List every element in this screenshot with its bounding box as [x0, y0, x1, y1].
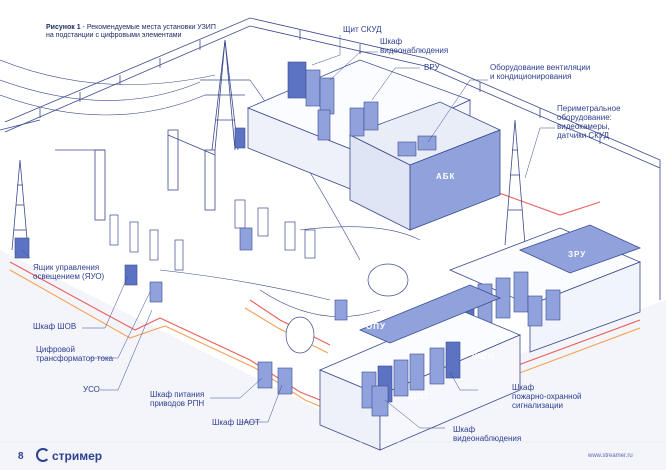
- figure-caption-subtitle: на подстанции с цифровыми элементами: [46, 32, 182, 39]
- label-perimeter: Периметральное оборудование: видеокамеры…: [557, 104, 621, 140]
- label-uso: УСО: [83, 385, 100, 394]
- label-vru: ВРУ: [424, 63, 440, 72]
- perimeter-fence: [4, 17, 661, 300]
- portal-frames: [55, 129, 216, 221]
- transmission-tower-left: [0, 119, 41, 251]
- label-video-bottom-line2: видеонаблюдения: [453, 434, 522, 443]
- label-rpn-line1: Шкаф питания: [150, 390, 205, 399]
- abk-building: [246, 59, 502, 231]
- transmission-tower-right: [504, 119, 526, 246]
- label-abk: АБК: [436, 172, 456, 181]
- switchgear-equipment: [109, 199, 409, 354]
- transmission-tower-center: [200, 39, 250, 151]
- figure-caption-number: Рисунок 1: [46, 24, 81, 31]
- page-number: 8: [18, 451, 24, 462]
- label-shov: Шкаф ШОВ: [33, 322, 77, 331]
- label-fire-alarm-line2: пожарно-охранной: [512, 392, 582, 401]
- label-fire-alarm: Шкаф пожарно-охранной сигнализации: [512, 383, 581, 410]
- label-rpn: Шкаф питания приводов РПН: [150, 390, 204, 408]
- logo-text: стример: [52, 449, 103, 463]
- label-yauo: Ящик управления освещением (ЯУО): [33, 263, 104, 281]
- leader-lines: [21, 35, 555, 429]
- label-perimeter-line2: оборудование:: [557, 113, 612, 122]
- abk-cabinets: [14, 61, 437, 395]
- label-video-top-line2: видеонаблюдения: [380, 46, 449, 55]
- footer-url[interactable]: www.streamer.ru: [588, 453, 633, 459]
- power-lines: [0, 59, 421, 317]
- label-perimeter-line3: видеокамеры,: [557, 122, 610, 131]
- label-vent-line1: Оборудование вентиляции: [490, 63, 591, 72]
- label-video-bottom: Шкаф видеонаблюдения: [453, 425, 521, 443]
- label-video-top-line1: Шкаф: [380, 37, 403, 46]
- label-perimeter-line4: датчики СКУД: [557, 131, 610, 140]
- logo-circle-icon: [36, 448, 50, 462]
- label-yauo-line1: Ящик управления: [33, 263, 100, 272]
- figure-caption: Рисунок 1 - Рекомендуемые места установк…: [46, 24, 216, 40]
- label-opu: ОПУ: [366, 322, 386, 331]
- label-vent-line2: и кондиционирования: [490, 72, 572, 81]
- label-shaot: Шкаф ШАОТ: [212, 418, 260, 427]
- label-rpn-line2: приводов РПН: [150, 399, 205, 408]
- label-shchpt: ЩПТ: [408, 392, 430, 401]
- opu-cabinets: [361, 341, 461, 417]
- label-shchsn: ЩСН: [472, 352, 495, 361]
- label-zru: ЗРУ: [568, 250, 587, 259]
- ground-area: [0, 250, 666, 470]
- label-video-bottom-line1: Шкаф: [453, 425, 476, 434]
- label-perimeter-line1: Периметральное: [557, 104, 621, 113]
- label-current-transformer-line1: Цифровой: [36, 345, 75, 354]
- label-yauo-line2: освещением (ЯУО): [33, 272, 105, 281]
- label-fire-alarm-line1: Шкаф: [512, 383, 535, 392]
- label-skud: Щит СКУД: [343, 25, 382, 34]
- streamer-logo: стример: [36, 448, 102, 463]
- figure-caption-title: - Рекомендуемые места установки УЗИП: [80, 24, 216, 31]
- label-current-transformer: Цифровой трансформатор тока: [36, 345, 113, 363]
- label-vent: Оборудование вентиляции и кондиционирова…: [490, 63, 590, 81]
- label-fire-alarm-line3: сигнализации: [512, 401, 564, 410]
- label-video-top: Шкаф видеонаблюдения: [380, 37, 448, 55]
- label-current-transformer-line2: трансформатор тока: [36, 354, 114, 363]
